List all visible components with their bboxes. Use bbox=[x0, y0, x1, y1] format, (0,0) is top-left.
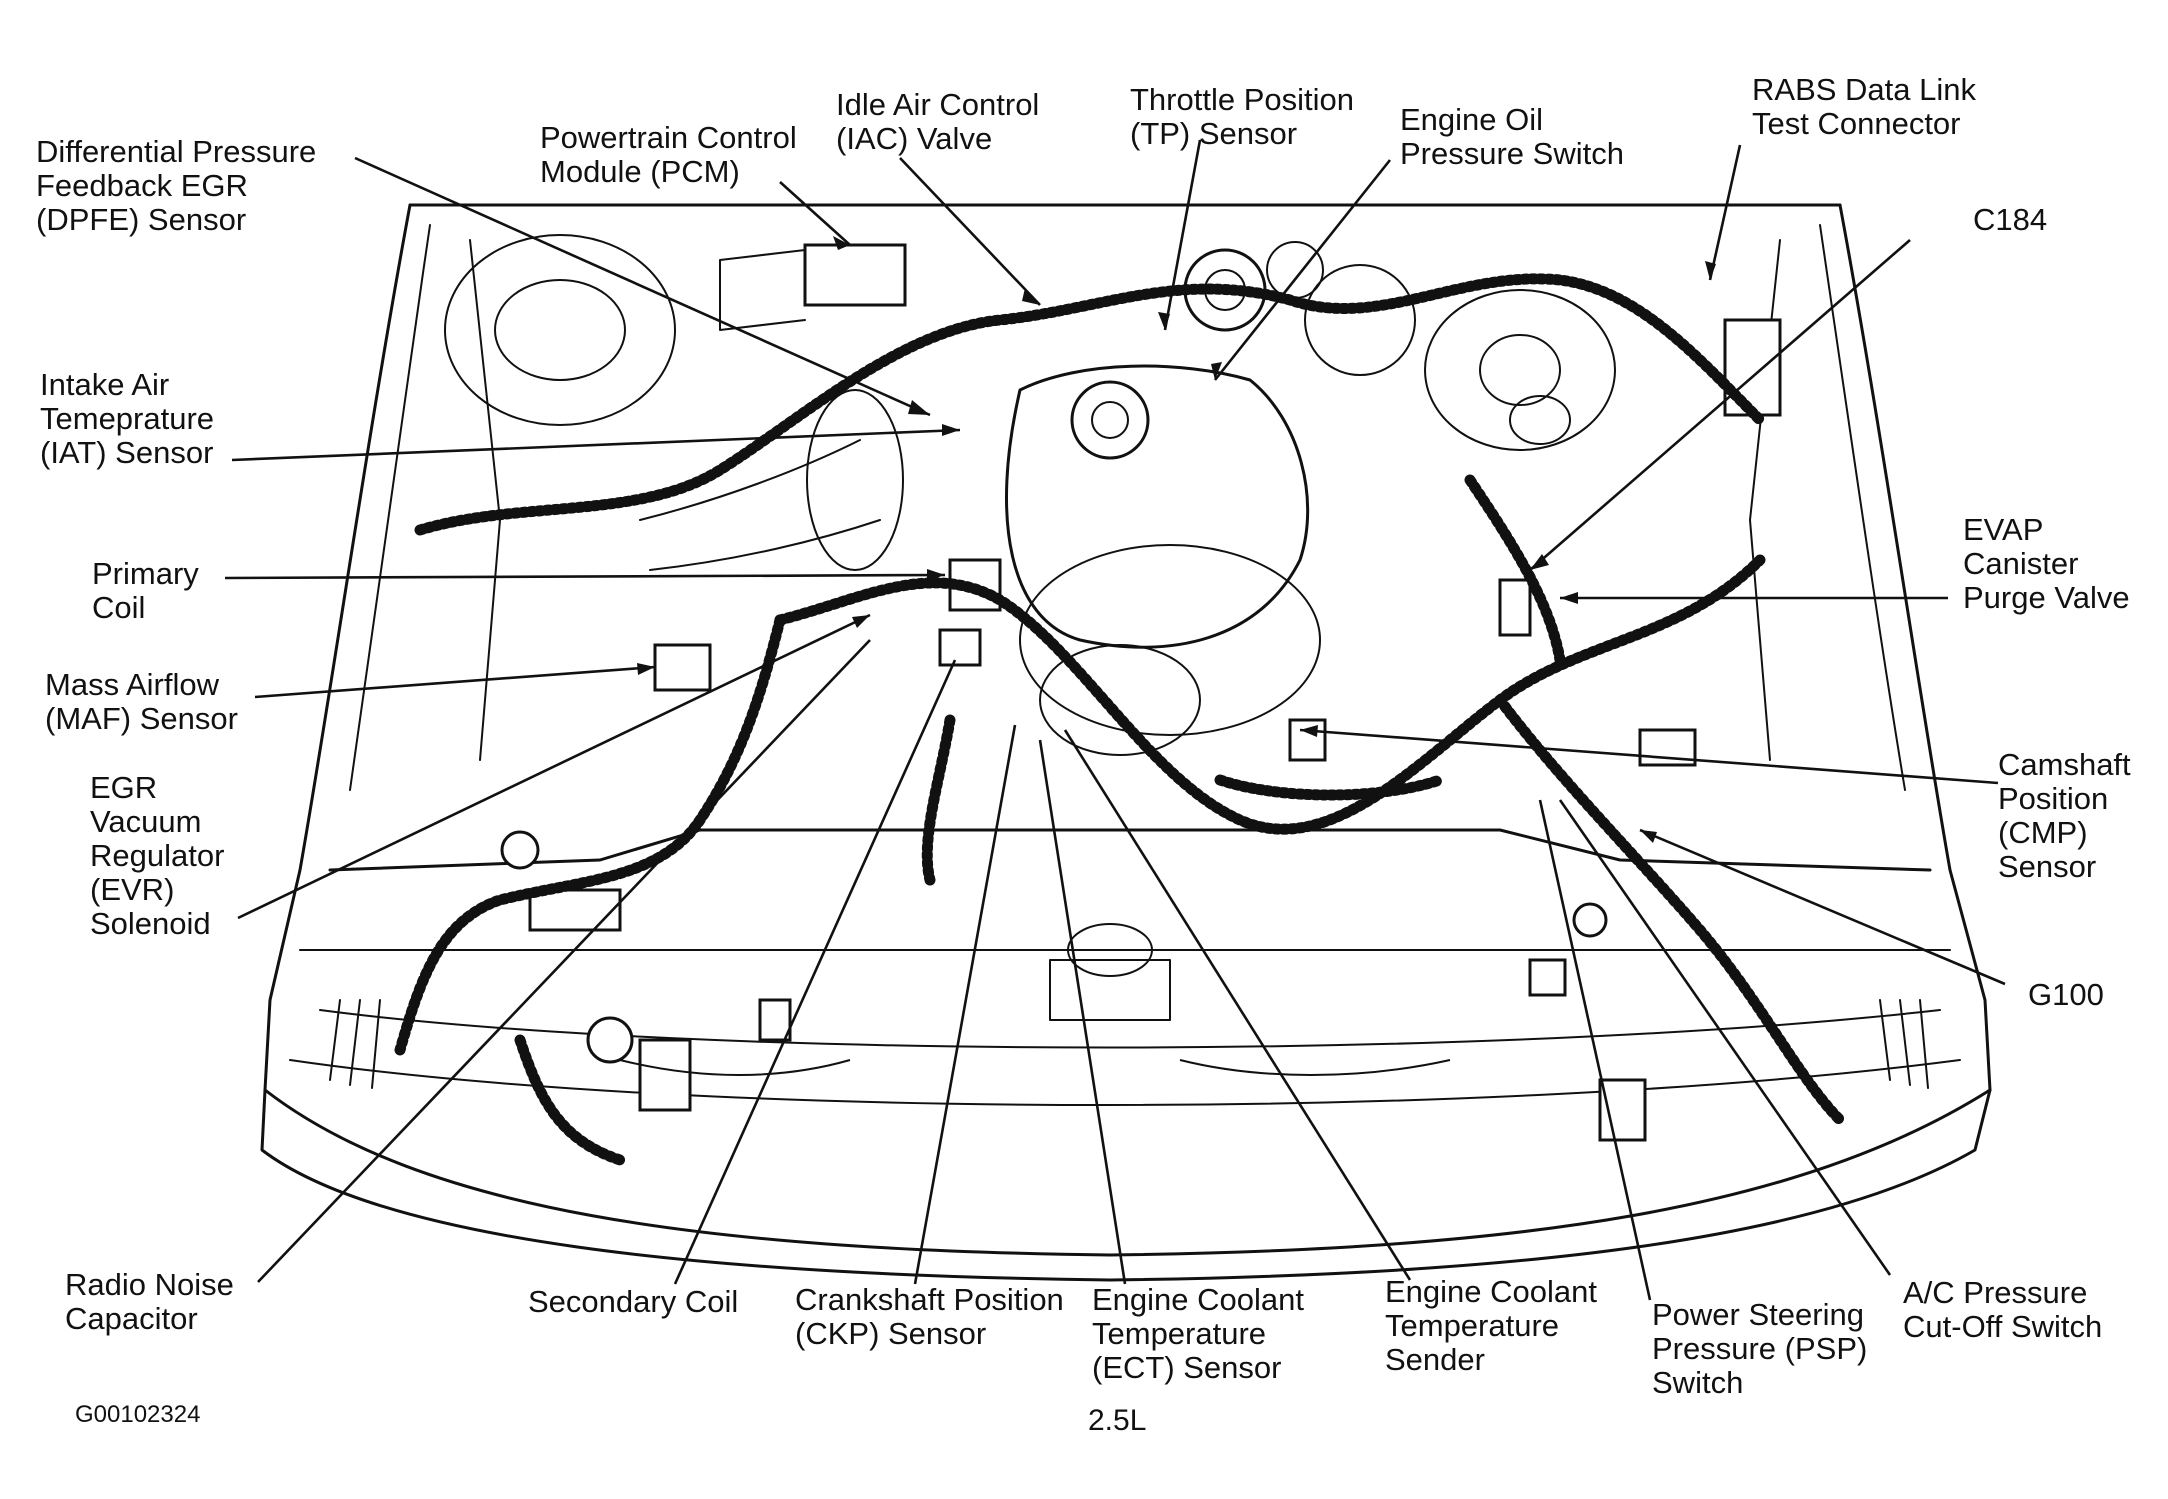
svg-text:Secondary Coil: Secondary Coil bbox=[528, 1284, 738, 1319]
svg-text:C184: C184 bbox=[1973, 202, 2047, 237]
leader-lines bbox=[224, 139, 2006, 1301]
wiring-harness bbox=[394, 273, 1846, 1166]
callout-maf-sensor: Mass Airflow(MAF) Sensor bbox=[45, 667, 238, 736]
callout-ckp-sensor: Crankshaft Position(CKP) Sensor bbox=[795, 1282, 1064, 1351]
callout-secondary-coil: Secondary Coil bbox=[528, 1284, 738, 1319]
callout-tp-sensor: Throttle Position(TP) Sensor bbox=[1130, 82, 1354, 151]
svg-text:Crankshaft Position(CKP) Senso: Crankshaft Position(CKP) Sensor bbox=[795, 1282, 1064, 1351]
figure-code: G00102324 bbox=[75, 1401, 200, 1428]
callout-iac-valve: Idle Air Control(IAC) Valve bbox=[836, 87, 1039, 156]
svg-text:G100: G100 bbox=[2028, 977, 2104, 1012]
callout-c184: C184 bbox=[1973, 202, 2047, 237]
callout-g100: G100 bbox=[2028, 977, 2104, 1012]
engine-bay-drawing bbox=[260, 203, 1992, 1282]
svg-text:Mass Airflow(MAF) Sensor: Mass Airflow(MAF) Sensor bbox=[45, 667, 238, 736]
svg-text:Throttle Position(TP) Sensor: Throttle Position(TP) Sensor bbox=[1130, 82, 1354, 151]
engine-caption: 2.5L bbox=[1088, 1404, 1146, 1437]
svg-text:Idle Air Control(IAC) Valve: Idle Air Control(IAC) Valve bbox=[836, 87, 1039, 156]
